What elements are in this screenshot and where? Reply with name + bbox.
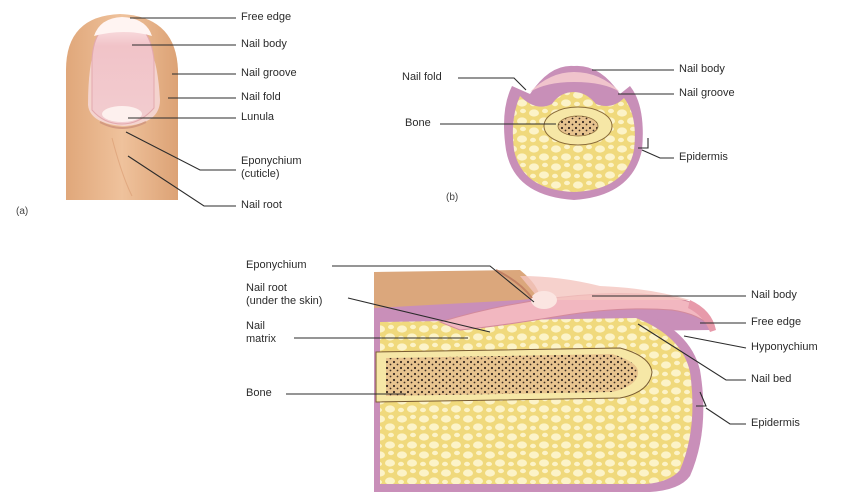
label-nail-fold-b: Nail fold	[402, 71, 442, 84]
label-nail-fold-a: Nail fold	[241, 91, 281, 104]
label-nail-root-c-line2: (under the skin)	[246, 295, 322, 308]
label-bone-c: Bone	[246, 387, 272, 400]
label-nail-body-c: Nail body	[751, 289, 797, 302]
label-nail-root-c: Nail root (under the skin)	[246, 282, 322, 308]
panel-label-b: (b)	[446, 192, 458, 203]
label-nail-groove-b: Nail groove	[679, 87, 735, 100]
label-nail-body-a: Nail body	[241, 38, 287, 51]
label-free-edge-c: Free edge	[751, 316, 801, 329]
label-nail-matrix-c-line2: matrix	[246, 333, 276, 346]
label-eponychium-a-line2: (cuticle)	[241, 168, 302, 181]
label-nail-matrix-c-line1: Nail	[246, 320, 276, 333]
finger-longitudinal-section	[374, 270, 716, 492]
label-nail-matrix-c: Nail matrix	[246, 320, 276, 346]
label-eponychium-a: Eponychium (cuticle)	[241, 155, 302, 181]
finger-top-view	[66, 14, 178, 200]
label-nail-bed-c: Nail bed	[751, 373, 791, 386]
label-bone-b: Bone	[405, 117, 431, 130]
panel-label-a: (a)	[16, 206, 28, 217]
label-nail-groove-a: Nail groove	[241, 67, 297, 80]
label-epidermis-b: Epidermis	[679, 151, 728, 164]
label-epidermis-c: Epidermis	[751, 417, 800, 430]
label-lunula-a: Lunula	[241, 111, 274, 124]
label-eponychium-c: Eponychium	[246, 259, 307, 272]
finger-cross-section	[504, 66, 643, 200]
label-eponychium-a-line1: Eponychium	[241, 155, 302, 168]
label-free-edge-a: Free edge	[241, 11, 291, 24]
label-nail-root-a: Nail root	[241, 199, 282, 212]
label-nail-root-c-line1: Nail root	[246, 282, 322, 295]
label-hyponychium-c: Hyponychium	[751, 341, 818, 354]
label-nail-body-b: Nail body	[679, 63, 725, 76]
